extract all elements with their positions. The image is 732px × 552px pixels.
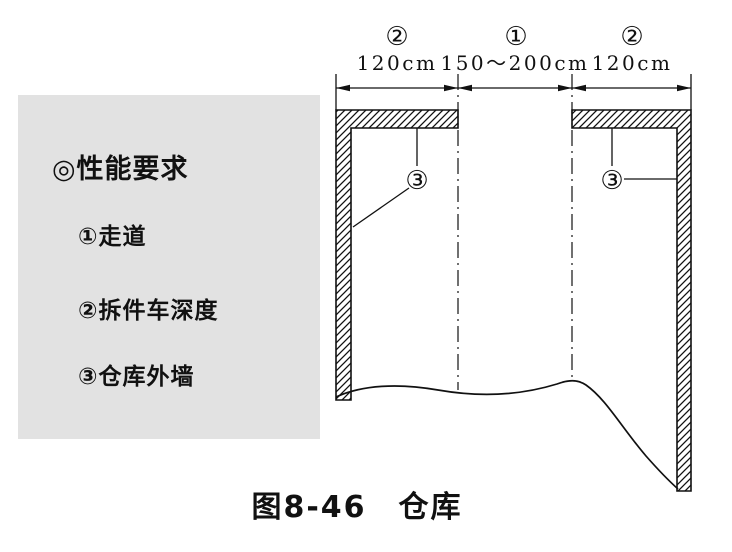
arrowhead-icon bbox=[677, 84, 691, 92]
wall-label-right: ③ bbox=[600, 166, 623, 196]
arrowhead-icon bbox=[336, 84, 350, 92]
dim-value-right: 120cm bbox=[592, 51, 673, 75]
right-wall-section bbox=[571, 109, 692, 492]
arrowhead-icon bbox=[458, 84, 472, 92]
dim-symbol-right: ② bbox=[620, 22, 643, 52]
arrowhead-icon bbox=[558, 84, 572, 92]
leader-line-left-diagonal bbox=[352, 187, 410, 228]
arrowhead-icon bbox=[572, 84, 586, 92]
dim-symbol-left: ② bbox=[385, 22, 408, 52]
dim-value-left: 120cm bbox=[357, 51, 438, 75]
dim-symbol-center: ① bbox=[504, 22, 527, 52]
arrowhead-icon bbox=[444, 84, 458, 92]
wall-label-left: ③ bbox=[405, 166, 428, 196]
break-line bbox=[335, 379, 679, 490]
figure-caption: 图8-46 仓库 bbox=[251, 490, 463, 525]
legend-item-outer-wall: ③仓库外墙 bbox=[78, 364, 195, 390]
dim-value-center: 150～200cm bbox=[440, 51, 589, 75]
legend-panel: ◎性能要求 ①走道 ②拆件车深度 ③仓库外墙 bbox=[18, 95, 320, 439]
legend-item-cart-depth: ②拆件车深度 bbox=[78, 298, 219, 324]
legend-item-walkway: ①走道 bbox=[78, 224, 147, 250]
legend-heading: ◎性能要求 bbox=[52, 154, 189, 185]
left-wall-section bbox=[335, 109, 459, 401]
